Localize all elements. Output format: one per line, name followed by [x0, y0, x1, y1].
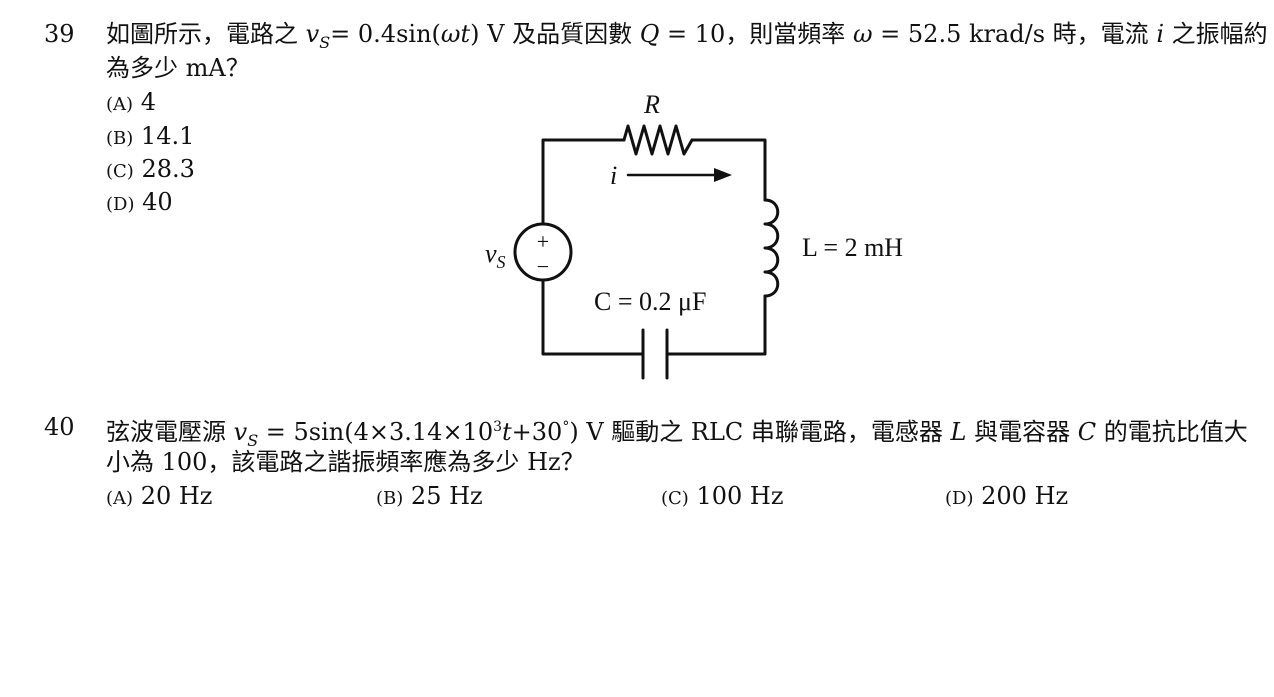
option-value: 20 Hz: [140, 482, 213, 510]
q40-sup-3: 3: [493, 419, 503, 435]
q40-vs-var: v: [233, 418, 248, 446]
resistor-symbol: [622, 124, 694, 156]
option-label: (B): [106, 128, 134, 149]
question-40-line-1: 弦波電壓源 vS = 5sin(4×3.14×103t+30°) V 驅動之 R…: [106, 411, 1248, 457]
source-label: vS: [485, 239, 506, 272]
option-value: 40: [142, 188, 173, 216]
q39-text-f: 之振幅約: [1164, 20, 1268, 48]
source-plus-sign: +: [537, 229, 549, 254]
q40-option-a[interactable]: (A) 20 Hz: [106, 480, 212, 515]
capacitor-label: C = 0.2 μF: [594, 287, 706, 316]
q40-t-var: t: [502, 418, 512, 446]
q39-t-var: t: [460, 20, 471, 48]
option-value: 100 Hz: [696, 482, 784, 510]
question-number-39: 39: [44, 20, 75, 48]
source-minus-sign: −: [537, 254, 549, 279]
q40-text-f: 的電抗比值大: [1096, 418, 1248, 446]
wire-top-left: [541, 138, 626, 225]
question-39-line-1: 如圖所示，電路之 vS= 0.4sin(ωt) V 及品質因數 Q = 10，則…: [106, 18, 1268, 59]
q39-q-var: Q: [639, 20, 660, 48]
question-40-line-2: 小為 100，該電路之諧振頻率應為多少 Hz？: [106, 448, 585, 476]
q39-option-a[interactable]: (A) 4: [106, 86, 156, 121]
q39-text-c: ) V 及品質因數: [470, 20, 640, 48]
option-label: (D): [106, 194, 135, 215]
q40-l-var: L: [950, 418, 967, 446]
source-label-v: v: [485, 239, 497, 268]
q39-text-d: = 10，則當頻率: [659, 20, 853, 48]
q39-vs-sub: S: [319, 32, 331, 52]
q40-option-b[interactable]: (B) 25 Hz: [376, 480, 483, 515]
rlc-circuit-diagram: R i + − vS L = 2 mH C = 0.2 μF: [485, 90, 903, 380]
source-label-sub: S: [497, 252, 506, 272]
option-label: (C): [106, 161, 134, 182]
q40-text-b: = 5sin(4×3.14×10: [258, 418, 494, 446]
option-value: 4: [140, 88, 156, 116]
q39-i-var: i: [1156, 20, 1164, 48]
option-label: (B): [376, 488, 404, 509]
q40-degree: °: [562, 419, 570, 435]
option-label: (C): [661, 488, 689, 509]
q40-text-a: 弦波電壓源: [106, 418, 234, 446]
option-value: 14.1: [140, 122, 195, 150]
q39-option-c[interactable]: (C) 28.3: [106, 153, 195, 188]
question-number-40: 40: [44, 413, 75, 441]
option-label: (A): [106, 94, 134, 115]
option-value: 25 Hz: [410, 482, 483, 510]
q39-vs-var: v: [305, 20, 320, 48]
option-value: 200 Hz: [981, 482, 1069, 510]
wire-bottom-right: [665, 294, 767, 356]
q40-text-c: +30: [511, 418, 563, 446]
option-label: (D): [945, 488, 974, 509]
q39-omega-2: ω: [852, 20, 873, 48]
wire-top-right: [690, 138, 767, 202]
q40-c-var: C: [1077, 418, 1097, 446]
q40-vs-sub: S: [247, 430, 259, 450]
q39-omega: ω: [440, 20, 461, 48]
q40-option-d[interactable]: (D) 200 Hz: [945, 480, 1068, 515]
resistor-label: R: [643, 90, 660, 119]
q39-option-d[interactable]: (D) 40: [106, 186, 173, 221]
q39-text-a: 如圖所示，電路之: [106, 20, 306, 48]
q40-text-d: ) V 驅動之 RLC 串聯電路，電感器: [569, 418, 951, 446]
inductor-label: L = 2 mH: [802, 233, 903, 262]
current-arrow-head: [714, 168, 732, 182]
q39-text-b: = 0.4sin(: [330, 20, 441, 48]
current-label: i: [610, 161, 617, 190]
voltage-source-circle: [513, 222, 573, 282]
q39-option-b[interactable]: (B) 14.1: [106, 120, 194, 155]
option-label: (A): [106, 488, 134, 509]
q39-text-e: = 52.5 krad/s 時，電流: [872, 20, 1157, 48]
q40-option-c[interactable]: (C) 100 Hz: [661, 480, 783, 515]
inductor-symbol: [763, 198, 780, 298]
q40-text-e: 與電容器: [966, 418, 1078, 446]
wire-bottom-left: [541, 278, 645, 356]
option-value: 28.3: [141, 155, 195, 183]
question-39-line-2: 為多少 mA？: [106, 54, 250, 82]
